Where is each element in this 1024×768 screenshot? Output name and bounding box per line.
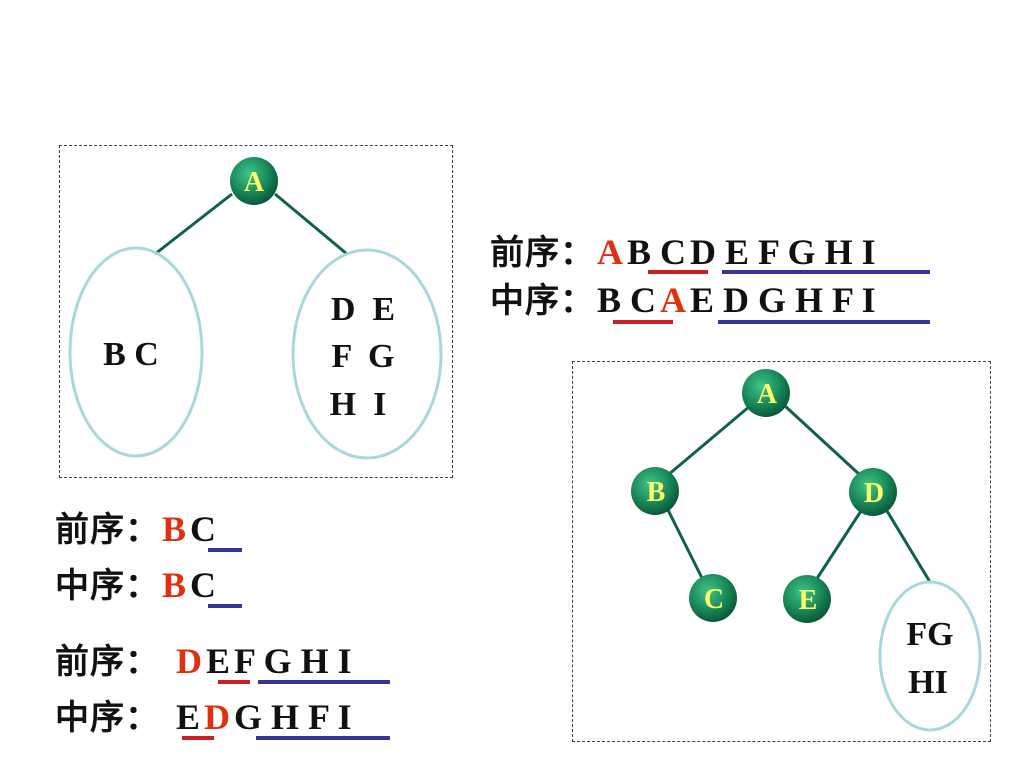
tree2-node-e: E <box>783 575 831 623</box>
tree1-right-subtree-ellipse <box>291 248 443 460</box>
tree1-edge-right <box>274 192 348 256</box>
tree2-subtree-line2: HI <box>908 664 948 701</box>
bc-preorder-underline <box>208 548 242 552</box>
tree2-node-c: C <box>689 574 737 622</box>
tree2-node-d: D <box>849 468 897 516</box>
tree2-node-a: A <box>742 369 790 417</box>
tree1-frame <box>59 145 453 478</box>
tree2-node-b: B <box>631 467 679 515</box>
tree1-left-subtree-text: B C <box>103 336 159 373</box>
tree1-right-subtree-line2: F G <box>332 338 395 375</box>
tree2-frame <box>572 361 991 742</box>
tree2-edge-b-c <box>665 507 704 579</box>
tree2-edge-a-b <box>667 404 751 477</box>
svg-text:A: A <box>757 379 778 410</box>
svg-text:D: D <box>864 478 884 509</box>
tree1-root-label: A <box>244 167 265 198</box>
tree2-subtree-line1: FG <box>906 616 953 653</box>
svg-text:C: C <box>704 584 724 615</box>
d-inorder-right-underline <box>256 736 390 740</box>
tree1-edge-left <box>154 192 233 256</box>
d-preorder-left-underline <box>218 680 250 684</box>
tree1-root-node: A <box>230 157 278 205</box>
tree2-edge-d-fghi <box>885 510 932 583</box>
tree1-left-subtree-ellipse <box>68 246 204 458</box>
svg-text:E: E <box>799 585 818 616</box>
tree2-subtree-ellipse <box>878 580 982 732</box>
top-preorder-right-underline <box>722 270 930 274</box>
top-inorder-left-underline <box>613 320 673 324</box>
top-inorder-right-underline <box>718 320 930 324</box>
d-inorder-left-underline <box>182 736 214 740</box>
tree2-edge-d-e <box>814 510 863 581</box>
tree2-edge-a-d <box>783 404 862 477</box>
d-preorder-right-underline <box>258 680 390 684</box>
bc-inorder-underline <box>208 604 242 608</box>
svg-text:B: B <box>647 477 666 508</box>
tree1-right-subtree-line1: D E <box>331 291 395 328</box>
top-preorder-left-underline <box>648 270 708 274</box>
tree1-right-subtree-line3: H I <box>330 386 387 423</box>
